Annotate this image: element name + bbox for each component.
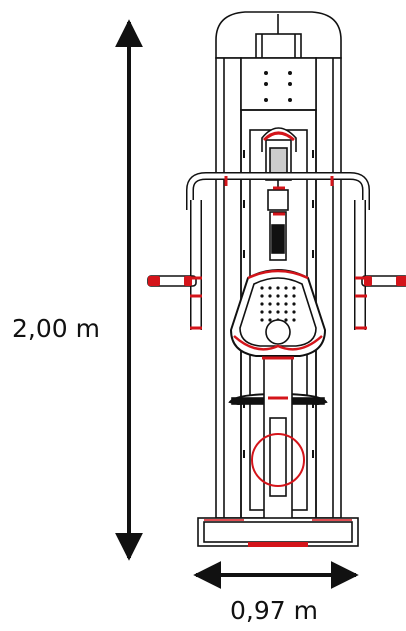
machine-frame	[147, 11, 406, 547]
backrest-holes	[260, 286, 296, 322]
bolt-holes	[264, 71, 292, 102]
height-dimension-label: 2,00 m	[12, 314, 100, 343]
width-dimension-label: 0,97 m	[230, 596, 318, 625]
red-accents	[148, 131, 406, 547]
